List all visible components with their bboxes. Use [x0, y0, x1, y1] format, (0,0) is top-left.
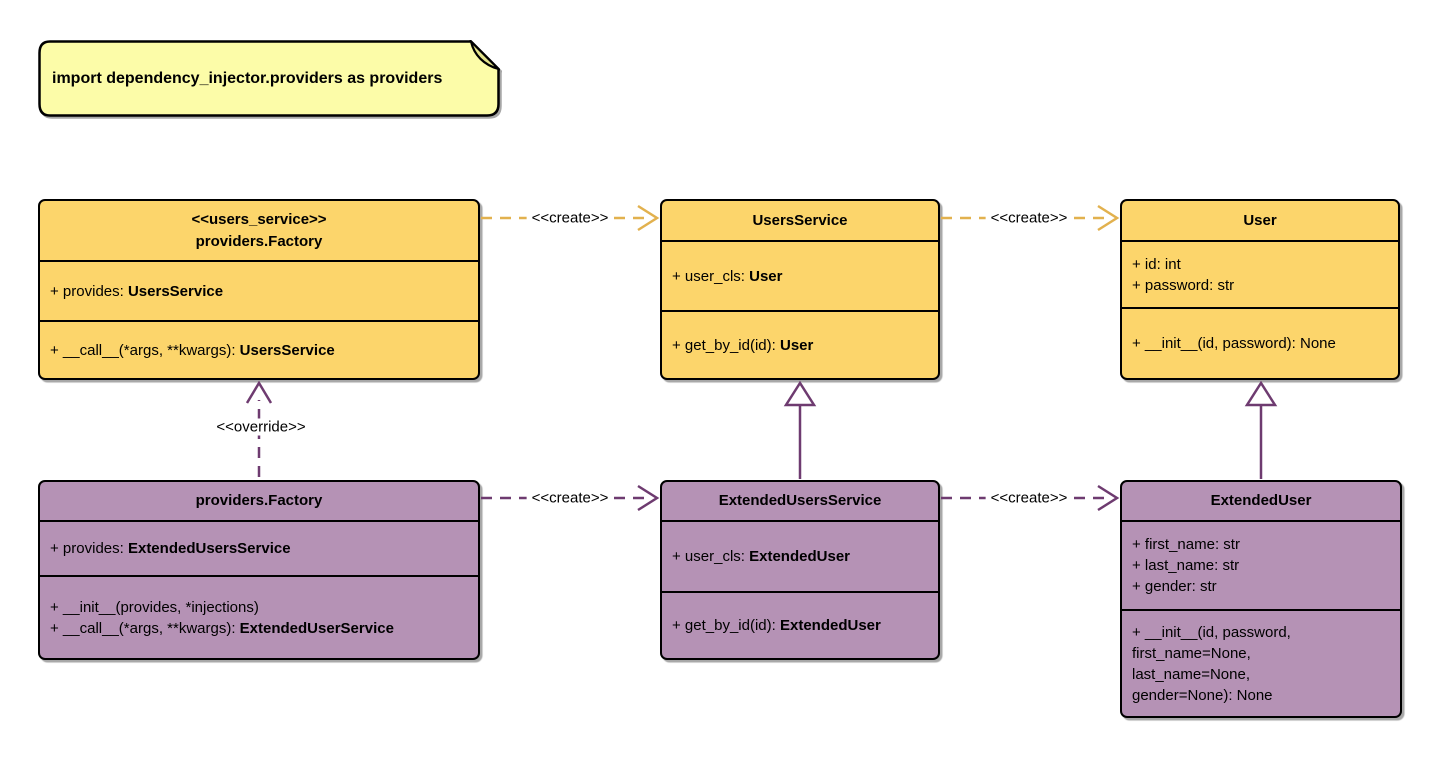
method-row: + __call__(*args, **kwargs): ExtendedUse… — [50, 618, 468, 639]
attributes-section: + user_cls: ExtendedUser — [662, 520, 938, 591]
edge-label-create: <<create>> — [985, 489, 1073, 507]
method-type: ExtendedUser — [779, 617, 881, 634]
arrowhead-open-icon — [1097, 204, 1120, 232]
methods-section: + get_by_id(id): User — [662, 310, 938, 378]
class-header: UsersService — [662, 201, 938, 240]
class-node-extended-users-service: ExtendedUsersService + user_cls: Extende… — [660, 480, 940, 660]
arrowhead-open-icon — [245, 380, 273, 404]
class-node-extended-user: ExtendedUser + first_name: str + last_na… — [1120, 480, 1402, 718]
methods-section: + get_by_id(id): ExtendedUser — [662, 591, 938, 658]
class-name: User — [1243, 211, 1277, 229]
class-name: ExtendedUser — [1210, 492, 1312, 509]
class-header: User — [1122, 201, 1398, 240]
methods-section: + __init__(id, password, first_name=None… — [1122, 609, 1400, 716]
note-shape — [38, 40, 500, 117]
methods-section: + __init__(provides, *injections) + __ca… — [40, 575, 478, 658]
class-name: providers.Factory — [195, 232, 323, 250]
attribute-text: + provides: — [50, 540, 128, 557]
method-row: gender=None): None — [1132, 686, 1273, 704]
attributes-section: + provides: UsersService — [40, 260, 478, 320]
note-fold-corner-icon — [469, 40, 500, 71]
method-row: + __call__(*args, **kwargs): UsersServic… — [50, 340, 468, 361]
method-row: + __init__(id, password): None — [1132, 335, 1336, 352]
note-body — [38, 40, 500, 117]
class-header: ExtendedUsersService — [662, 482, 938, 520]
attributes-section: + provides: ExtendedUsersService — [40, 520, 478, 575]
attributes-section: + first_name: str + last_name: str + gen… — [1122, 520, 1400, 609]
attribute-row: + user_cls: User — [672, 266, 928, 287]
inheritance-triangle-icon — [783, 380, 817, 407]
note-text: import dependency_injector.providers as … — [52, 69, 443, 87]
edge-label-create: <<create>> — [526, 209, 614, 227]
method-text: + __call__(*args, **kwargs): — [50, 341, 240, 359]
method-text: + get_by_id(id): — [672, 617, 780, 634]
class-node-users-factory: <<users_service>> providers.Factory + pr… — [38, 199, 480, 380]
attribute-type: ExtendedUsersService — [127, 540, 291, 557]
inheritance-triangle-icon — [1244, 380, 1278, 407]
method-type: UsersService — [239, 341, 335, 359]
attribute-row: + last_name: str — [1132, 557, 1240, 574]
class-header: providers.Factory — [40, 482, 478, 520]
method-type: User — [779, 336, 814, 354]
methods-section: + __call__(*args, **kwargs): UsersServic… — [40, 320, 478, 378]
attribute-row: + first_name: str — [1132, 536, 1240, 553]
class-header: <<users_service>> providers.Factory — [40, 201, 478, 260]
class-header: ExtendedUser — [1122, 482, 1400, 520]
edge-label-create: <<create>> — [526, 489, 614, 507]
attribute-type: UsersService — [127, 282, 224, 300]
attribute-row: + gender: str — [1132, 578, 1217, 595]
attribute-text: + user_cls: — [672, 548, 750, 565]
attribute-type: ExtendedUser — [749, 548, 850, 565]
attribute-text: + provides: — [50, 282, 128, 300]
method-row: first_name=None, — [1132, 644, 1251, 662]
arrowhead-open-icon — [637, 484, 660, 512]
class-node-extended-factory: providers.Factory + provides: ExtendedUs… — [38, 480, 480, 660]
method-row: + __init__(id, password, — [1132, 623, 1291, 641]
arrowhead-open-icon — [1097, 484, 1120, 512]
method-row: + get_by_id(id): User — [672, 335, 928, 356]
method-row: last_name=None, — [1132, 665, 1250, 683]
class-name: providers.Factory — [195, 492, 323, 509]
note-import-providers: import dependency_injector.providers as … — [38, 40, 500, 117]
attributes-section: + id: int + password: str — [1122, 240, 1398, 307]
method-text: + __call__(*args, **kwargs): — [50, 619, 240, 637]
attribute-row: + provides: ExtendedUsersService — [50, 538, 468, 559]
class-node-users-service: UsersService + user_cls: User + get_by_i… — [660, 199, 940, 380]
attribute-row: + provides: UsersService — [50, 281, 468, 302]
method-text: + get_by_id(id): — [672, 336, 780, 354]
edge-label-create: <<create>> — [985, 209, 1073, 227]
attribute-type: User — [749, 267, 783, 285]
class-name: UsersService — [752, 211, 848, 229]
attribute-row: + password: str — [1132, 276, 1235, 294]
methods-section: + __init__(id, password): None — [1122, 307, 1398, 378]
attribute-row: + user_cls: ExtendedUser — [672, 546, 928, 567]
attribute-row: + id: int — [1132, 255, 1181, 273]
method-type: ExtendedUserService — [239, 619, 394, 637]
class-stereotype: <<users_service>> — [191, 210, 327, 228]
method-row: + __init__(provides, *injections) — [50, 598, 259, 616]
attributes-section: + user_cls: User — [662, 240, 938, 310]
class-name: ExtendedUsersService — [718, 492, 882, 509]
class-node-user: User + id: int + password: str + __init_… — [1120, 199, 1400, 380]
arrowhead-open-icon — [637, 204, 660, 232]
method-row: + get_by_id(id): ExtendedUser — [672, 615, 928, 636]
edge-label-override: <<override>> — [211, 418, 311, 436]
attribute-text: + user_cls: — [672, 267, 750, 285]
